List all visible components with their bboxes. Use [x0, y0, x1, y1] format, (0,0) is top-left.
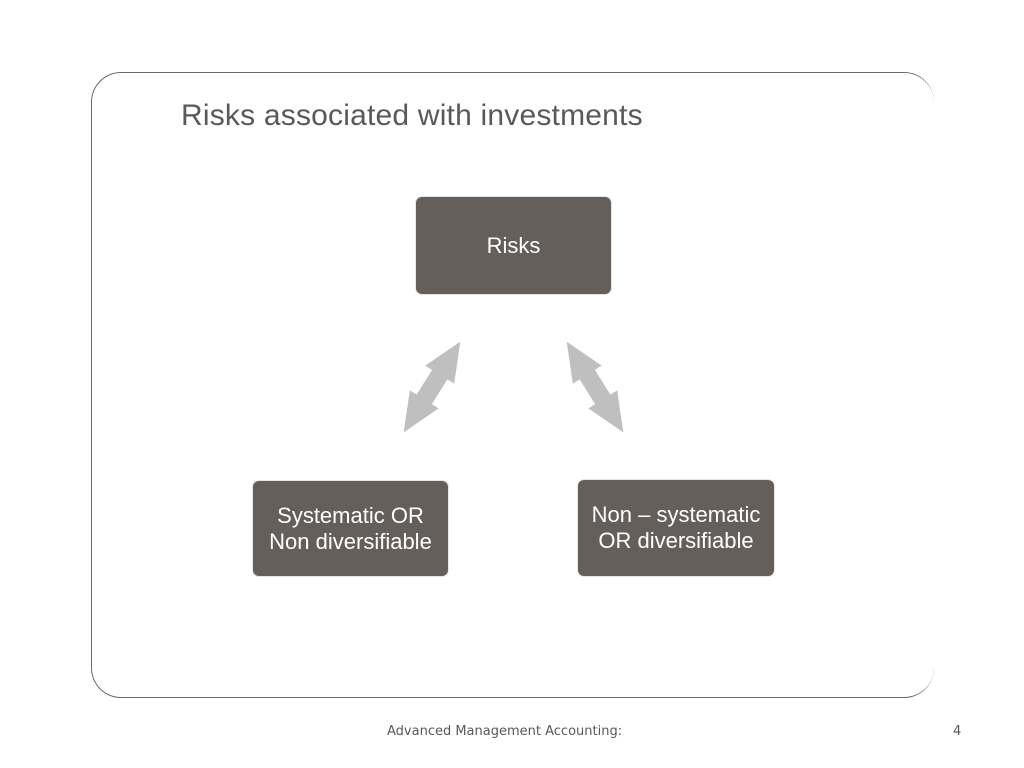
- page-number: 4: [953, 724, 962, 739]
- slide-title: Risks associated with investments: [181, 99, 643, 132]
- slide-footer: Advanced Management Accounting:: [387, 724, 623, 739]
- node-systematic-risk: Systematic OR Non diversifiable: [253, 481, 448, 576]
- node-risks: Risks: [416, 197, 611, 294]
- node-non-systematic-risk: Non – systematic OR diversifiable: [578, 480, 774, 576]
- frame-mask: [934, 60, 1024, 710]
- node-systematic-risk-label: Systematic OR Non diversifiable: [269, 502, 432, 554]
- node-non-systematic-risk-label: Non – systematic OR diversifiable: [591, 502, 761, 553]
- node-risks-label: Risks: [486, 232, 541, 258]
- slide-frame: [91, 72, 934, 698]
